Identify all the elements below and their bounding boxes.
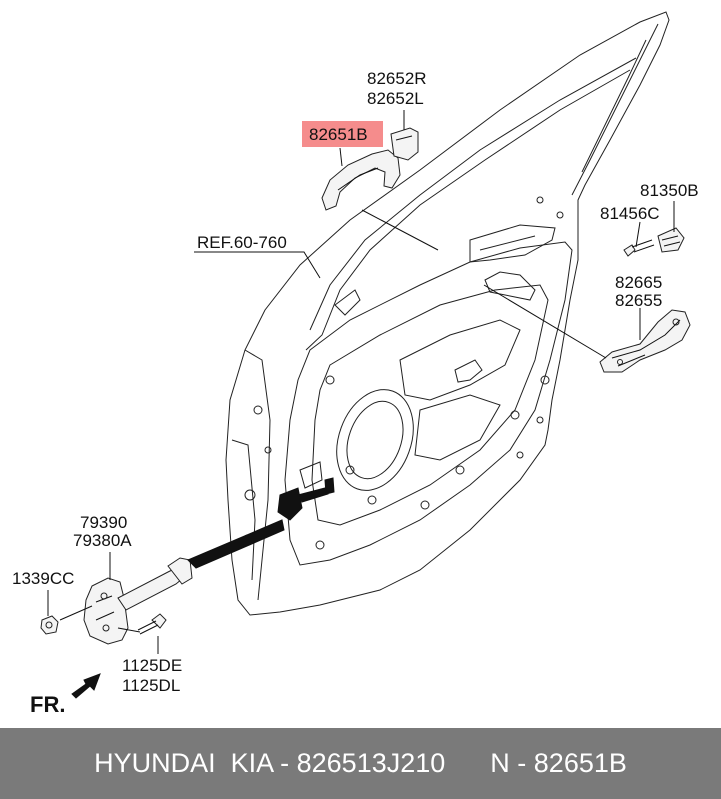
label-82652r: 82652R <box>367 69 427 88</box>
label-82655: 82655 <box>615 291 662 310</box>
footer-short-part-number: N - 82651B <box>490 748 627 778</box>
footer-brand-part-number: HYUNDAI KIA - 826513J210 <box>94 748 446 778</box>
label-81456c: 81456C <box>600 204 660 223</box>
outside-handle-part <box>321 149 401 211</box>
footer-spacer <box>445 748 490 779</box>
front-label: FR. <box>30 692 65 717</box>
label-82665: 82665 <box>615 273 662 292</box>
checker-pointer-wedge <box>187 519 285 569</box>
footer-bar: HYUNDAI KIA - 826513J210 N - 82651B <box>0 728 721 799</box>
handle-bracket-part <box>599 309 691 373</box>
label-81350b: 81350B <box>640 181 699 200</box>
nut-1339cc-part <box>40 615 59 635</box>
label-79390: 79390 <box>80 513 127 532</box>
bolt-81456c-part <box>623 239 655 257</box>
highlight-82651b <box>302 121 383 147</box>
front-arrow-icon <box>71 673 101 699</box>
handle-cap-part <box>390 127 419 161</box>
label-79380a: 79380A <box>73 531 132 550</box>
door-parts-diagram: 82652R 82652L 82651B 81350B 81456C REF.6… <box>12 11 699 717</box>
label-1125de: 1125DE <box>122 656 182 675</box>
label-82651b: 82651B <box>309 125 368 144</box>
label-82652l: 82652L <box>367 89 424 108</box>
leader-lines <box>47 110 675 654</box>
front-direction-marker: FR. <box>30 673 101 717</box>
front-door-outline <box>225 11 670 616</box>
label-1339cc: 1339CC <box>12 569 74 588</box>
part-labels: 82652R 82652L 82651B 81350B 81456C REF.6… <box>12 69 699 695</box>
label-1125dl: 1125DL <box>122 676 180 695</box>
checker-mount <box>277 477 335 521</box>
striker-81350b-part <box>657 227 685 253</box>
bolt-1125-part <box>137 613 167 635</box>
door-checker-part <box>83 557 193 645</box>
label-ref-60-760: REF.60-760 <box>197 233 287 252</box>
